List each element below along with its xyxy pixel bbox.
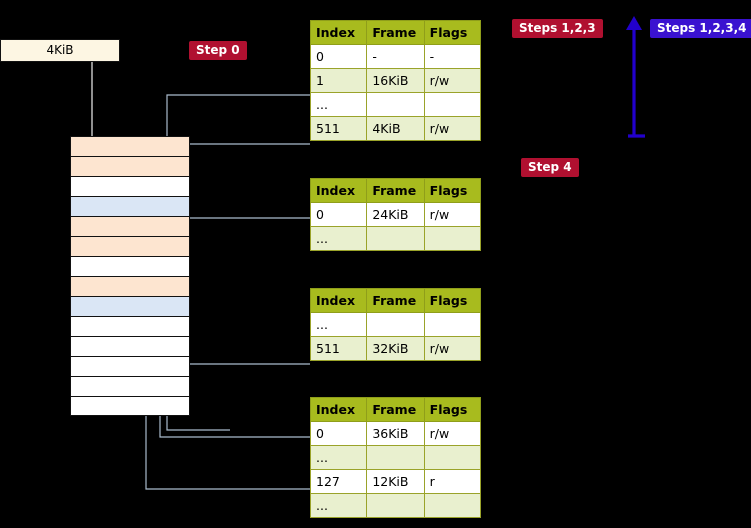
table-cell — [366, 493, 425, 518]
table-header-flags: Flags — [423, 20, 482, 45]
table-cell: 12KiB — [366, 469, 425, 494]
memory-frame-row — [70, 336, 190, 356]
table-header-index: Index — [309, 397, 368, 422]
table-cell — [366, 226, 425, 251]
badge-step-4: Step 4 — [521, 158, 579, 177]
badge-step-0: Step 0 — [189, 41, 247, 60]
kib-box: 4KiB — [0, 39, 120, 62]
memory-frame-row — [70, 216, 190, 236]
table-header-flags: Flags — [423, 288, 482, 313]
table-cell: r — [423, 469, 482, 494]
table-cell: r/w — [423, 202, 482, 227]
table-cell: ... — [309, 92, 368, 117]
table-cell: 1 — [309, 68, 368, 93]
table-cell: r/w — [423, 336, 482, 361]
table-cell: ... — [309, 312, 368, 337]
table-cell: 24KiB — [366, 202, 425, 227]
table-row: ... — [309, 312, 482, 337]
table-row: ... — [309, 92, 482, 117]
table-cell — [423, 226, 482, 251]
table-cell: 0 — [309, 421, 368, 446]
table-cell: 511 — [309, 116, 368, 141]
table-cell — [366, 312, 425, 337]
table-cell: 511 — [309, 336, 368, 361]
table-header-frame: Frame — [366, 20, 425, 45]
memory-frame-row — [70, 136, 190, 156]
badge-steps-1234: Steps 1,2,3,4 — [650, 19, 751, 38]
table-header-index: Index — [309, 20, 368, 45]
table-header-frame: Frame — [366, 288, 425, 313]
table-cell: 4KiB — [366, 116, 425, 141]
table-cell: 0 — [309, 202, 368, 227]
table-header-index: Index — [309, 288, 368, 313]
table-row: ... — [309, 493, 482, 518]
memory-frame-row — [70, 196, 190, 216]
memory-frame-row — [70, 316, 190, 336]
table-header-frame: Frame — [366, 178, 425, 203]
table-header-flags: Flags — [423, 178, 482, 203]
table-cell: ... — [309, 226, 368, 251]
table-cell — [366, 445, 425, 470]
table-cell — [423, 92, 482, 117]
memory-frame-row — [70, 376, 190, 396]
memory-frame-row — [70, 296, 190, 316]
memory-frame-row — [70, 396, 190, 416]
table-cell: r/w — [423, 68, 482, 93]
memory-frame-row — [70, 276, 190, 296]
table-row: ... — [309, 445, 482, 470]
table-row: ... — [309, 226, 482, 251]
table-cell: ... — [309, 445, 368, 470]
badge-steps-123: Steps 1,2,3 — [512, 19, 603, 38]
memory-frame-row — [70, 236, 190, 256]
table-cell — [423, 445, 482, 470]
table-cell: r/w — [423, 421, 482, 446]
table-cell: r/w — [423, 116, 482, 141]
memory-frame-row — [70, 176, 190, 196]
memory-frame-row — [70, 156, 190, 176]
table-cell: 36KiB — [366, 421, 425, 446]
table-cell: 127 — [309, 469, 368, 494]
table-cell: - — [423, 44, 482, 69]
table-header-frame: Frame — [366, 397, 425, 422]
memory-column — [70, 136, 190, 416]
memory-frame-row — [70, 256, 190, 276]
table-cell: 32KiB — [366, 336, 425, 361]
table-cell: ... — [309, 493, 368, 518]
table-cell: - — [366, 44, 425, 69]
table-cell — [366, 92, 425, 117]
memory-frame-row — [70, 356, 190, 376]
table-cell: 16KiB — [366, 68, 425, 93]
table-header-flags: Flags — [423, 397, 482, 422]
table-row: 0-- — [309, 44, 482, 69]
kib-box-label: 4KiB — [46, 43, 74, 57]
table-header-index: Index — [309, 178, 368, 203]
table-cell — [423, 312, 482, 337]
table-cell: 0 — [309, 44, 368, 69]
table-cell — [423, 493, 482, 518]
